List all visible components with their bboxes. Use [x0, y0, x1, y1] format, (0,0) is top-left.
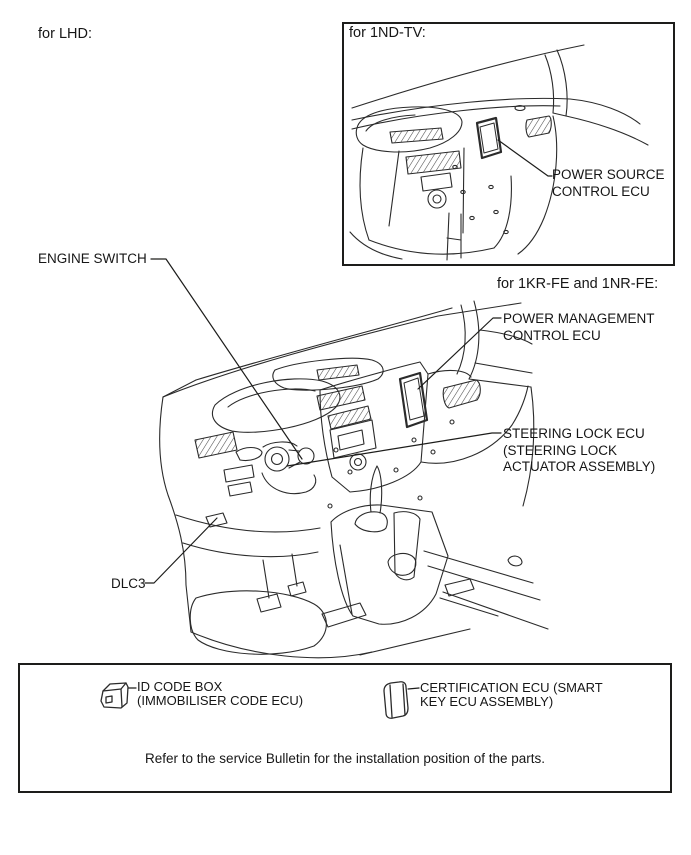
engine-switch-part [262, 441, 315, 472]
id-code-box-label: ID CODE BOX (IMMOBILISER CODE ECU) [137, 680, 303, 708]
power-management-control-ecu-part [398, 371, 429, 429]
dlc3-connector-part [205, 512, 228, 528]
inset-panel-title: for 1ND-TV: [349, 25, 426, 41]
engine-switch-callout: ENGINE SWITCH [38, 251, 147, 266]
certification-ecu-icon [383, 681, 409, 719]
inset-panel-border [342, 22, 675, 266]
callout-leader-lines [127, 139, 553, 690]
legend-panel-border [18, 663, 672, 793]
main-dashboard-illustration [159, 300, 549, 659]
power-source-callout-line2: CONTROL ECU [552, 183, 650, 199]
power-source-callout: POWER SOURCE CONTROL ECU [552, 167, 665, 200]
power-source-callout-line1: POWER SOURCE [552, 167, 665, 182]
power-management-leader-line [417, 317, 502, 390]
certification-ecu-label: CERTIFICATION ECU (SMART KEY ECU ASSEMBL… [420, 681, 603, 709]
dlc3-leader-line [144, 517, 218, 584]
engine-switch-leader-line [150, 258, 303, 460]
power-management-callout: POWER MANAGEMENT CONTROL ECU [503, 311, 655, 344]
steering-lock-callout: STEERING LOCK ECU (STEERING LOCK ACTUATO… [503, 426, 655, 476]
steering-lock-callout-line3: ACTUATOR ASSEMBLY) [503, 459, 656, 474]
service-bulletin-note: Refer to the service Bulletin for the in… [145, 751, 545, 766]
steering-lock-callout-line2: (STEERING LOCK [503, 442, 618, 458]
certification-ecu-leader-line [407, 687, 420, 690]
id-code-box-icon [100, 682, 129, 709]
id-code-box-label-line1: ID CODE BOX [137, 679, 223, 694]
engines-variant-label: for 1KR-FE and 1NR-FE: [497, 276, 659, 292]
power-management-callout-line2: CONTROL ECU [503, 327, 601, 343]
inset-dashboard-illustration [349, 44, 649, 261]
certification-ecu-label-line2: KEY ECU ASSEMBLY) [420, 694, 554, 709]
certification-ecu-label-line1: CERTIFICATION ECU (SMART [420, 680, 603, 695]
power-management-callout-line1: POWER MANAGEMENT [503, 311, 655, 326]
power-source-control-ecu-part [475, 116, 503, 160]
dlc3-callout: DLC3 [111, 576, 146, 591]
steering-lock-callout-line1: STEERING LOCK ECU [503, 426, 645, 441]
steering-lock-leader-line [286, 432, 502, 467]
power-source-leader-line [497, 139, 553, 177]
lhd-variant-label: for LHD: [38, 26, 92, 42]
id-code-box-label-line2: (IMMOBILISER CODE ECU) [137, 693, 304, 708]
steering-lock-column-part [261, 472, 317, 495]
